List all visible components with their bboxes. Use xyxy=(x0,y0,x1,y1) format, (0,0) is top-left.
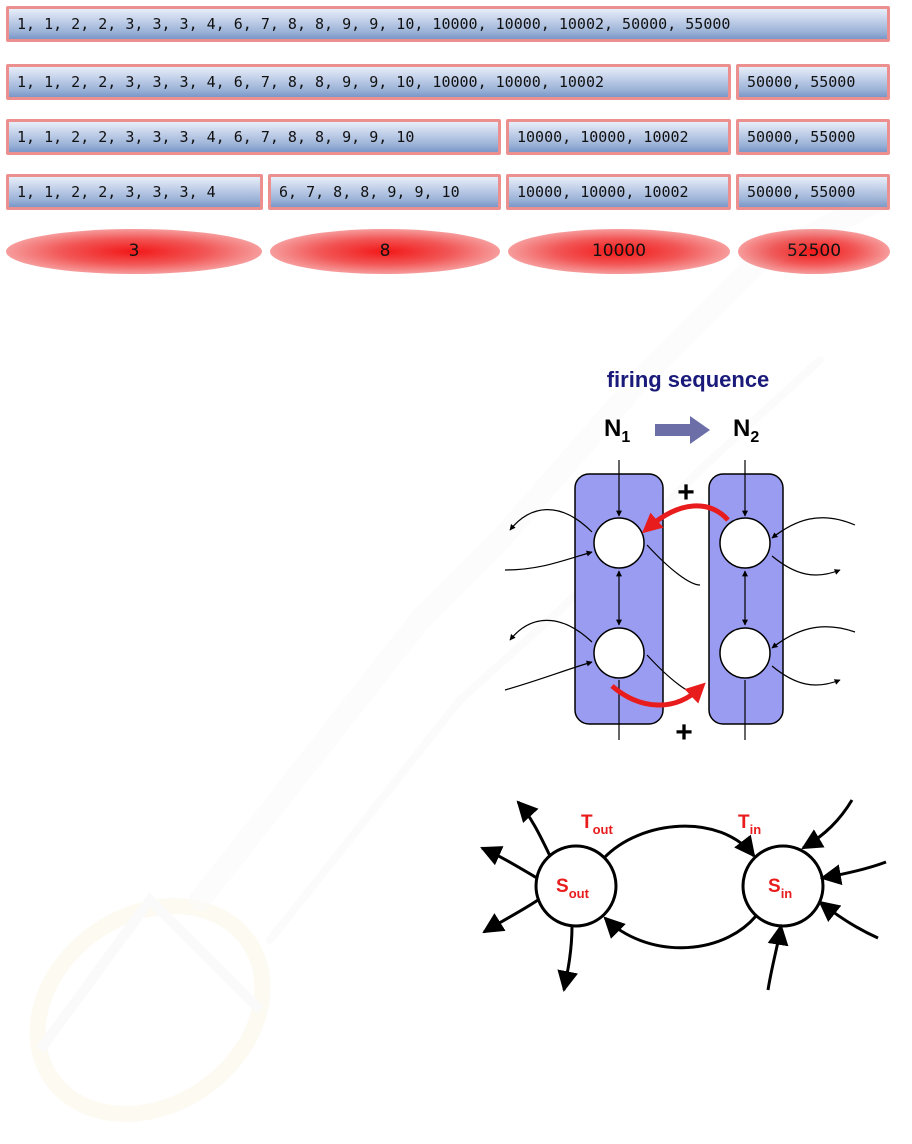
s-in-label: Sin xyxy=(768,876,792,901)
value-segment: 10000, 10000, 10002 xyxy=(506,119,731,155)
value-segment: 1, 1, 2, 2, 3, 3, 3, 4, 6, 7, 8, 8, 9, 9… xyxy=(6,6,890,42)
state-s-out xyxy=(534,844,618,928)
firing-title: firing sequence xyxy=(607,367,770,392)
value-segment: 50000, 55000 xyxy=(736,119,890,155)
plus-bottom: + xyxy=(675,716,693,749)
split-row-1: 1, 1, 2, 2, 3, 3, 3, 4, 6, 7, 8, 8, 9, 9… xyxy=(0,4,912,44)
centroid-oval: 10000 xyxy=(508,229,730,274)
value-segment: 1, 1, 2, 2, 3, 3, 3, 4, 6, 7, 8, 8, 9, 9… xyxy=(6,119,501,155)
neuron xyxy=(719,517,771,569)
value-segment: 1, 1, 2, 2, 3, 3, 3, 4, 6, 7, 8, 8, 9, 9… xyxy=(6,64,731,100)
plus-top: + xyxy=(677,476,695,509)
split-row-2: 1, 1, 2, 2, 3, 3, 3, 4, 6, 7, 8, 8, 9, 9… xyxy=(0,62,912,102)
centroid-oval: 8 xyxy=(270,229,500,274)
neuron xyxy=(593,627,645,679)
firing-sequence-diagram: firing sequence N1 N2 xyxy=(504,367,856,749)
centroid-oval: 3 xyxy=(6,229,262,274)
neuron xyxy=(593,517,645,569)
value-segment: 50000, 55000 xyxy=(736,64,890,100)
split-row-4: 1, 1, 2, 2, 3, 3, 3, 4 6, 7, 8, 8, 9, 9,… xyxy=(0,172,912,212)
centroid-oval: 52500 xyxy=(738,229,890,274)
t-in-label: Tin xyxy=(738,812,761,837)
value-segment: 6, 7, 8, 8, 9, 9, 10 xyxy=(268,174,501,210)
red-arrow-top xyxy=(641,503,730,534)
sequence-arrow xyxy=(655,416,710,444)
value-segment: 1, 1, 2, 2, 3, 3, 3, 4 xyxy=(6,174,263,210)
watermark xyxy=(29,189,891,1122)
value-segment: 10000, 10000, 10002 xyxy=(506,174,731,210)
t-out-label: Tout xyxy=(581,812,613,837)
neuron xyxy=(719,627,771,679)
split-row-3: 1, 1, 2, 2, 3, 3, 3, 4, 6, 7, 8, 8, 9, 9… xyxy=(0,117,912,157)
value-segment: 50000, 55000 xyxy=(736,174,890,210)
node2-label: N2 xyxy=(733,415,759,446)
state-diagram: Sout Sin Tout Tin xyxy=(480,799,887,993)
node1-label: N1 xyxy=(604,415,630,446)
s-out-label: Sout xyxy=(556,876,590,901)
red-arrow-bottom xyxy=(610,682,706,708)
